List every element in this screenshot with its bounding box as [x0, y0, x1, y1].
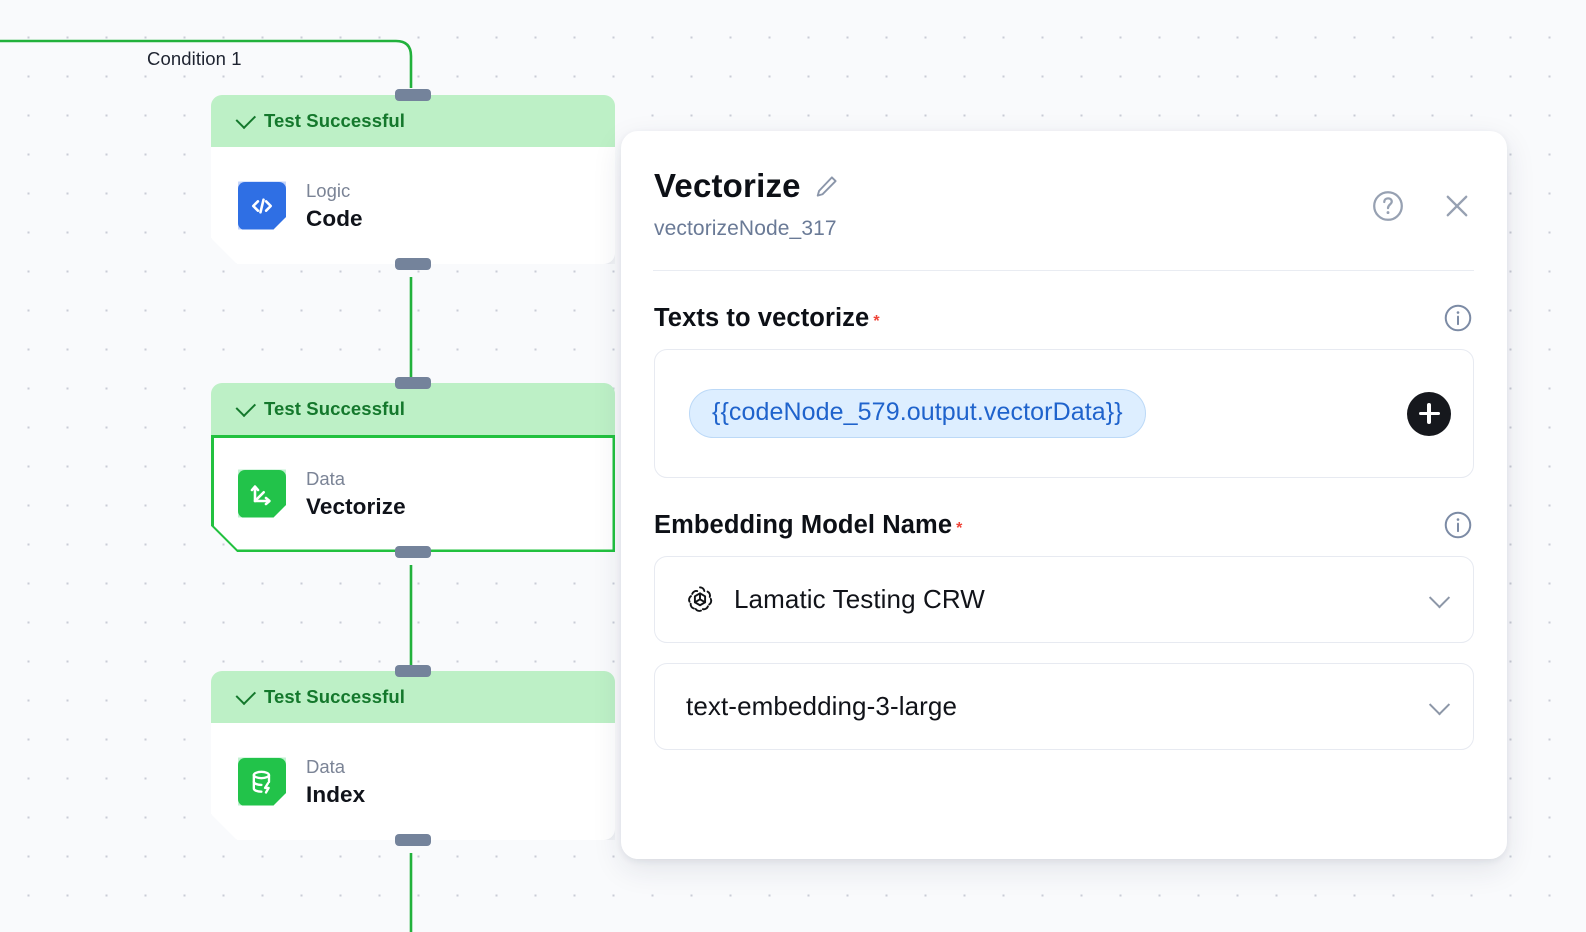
variable-token-chip[interactable]: {{codeNode_579.output.vectorData}} — [689, 389, 1146, 438]
node-id-label: vectorizeNode_317 — [654, 217, 837, 240]
node-index-body[interactable]: Data Index — [211, 723, 615, 840]
node-vectorize-kicker: Data — [306, 468, 346, 490]
model-select-value: text-embedding-3-large — [686, 691, 958, 721]
add-text-button[interactable] — [1407, 391, 1451, 436]
node-index-status-label: Test Successful — [264, 686, 405, 707]
panel-header: Vectorize vectorizeNode_317 — [621, 131, 1507, 241]
node-code-title: Code — [306, 205, 363, 231]
node-vectorize-title: Vectorize — [306, 493, 406, 519]
node-code-body[interactable]: Logic Code — [211, 147, 615, 264]
node-index[interactable]: Test Successful Data Index — [211, 665, 615, 846]
node-index-input-handle[interactable] — [395, 665, 431, 677]
node-code-input-handle[interactable] — [395, 89, 431, 101]
check-icon — [235, 396, 257, 418]
header-divider — [653, 270, 1474, 271]
node-index-output-handle[interactable] — [395, 834, 431, 846]
texts-field-header: Texts to vectorize* — [654, 302, 1474, 334]
question-circle-icon[interactable] — [1370, 188, 1406, 224]
node-code-status-label: Test Successful — [264, 110, 405, 131]
page-title: Vectorize — [654, 167, 801, 204]
chevron-down-icon — [1428, 693, 1451, 715]
credential-select[interactable]: Lamatic Testing CRW — [654, 556, 1474, 643]
node-code-output-handle[interactable] — [395, 258, 431, 270]
credential-select-value: Lamatic Testing CRW — [734, 584, 985, 614]
texts-required-marker: * — [873, 312, 880, 330]
node-code-status-banner: Test Successful — [211, 95, 615, 147]
node-code-kicker: Logic — [306, 180, 351, 202]
node-index-title: Index — [306, 781, 366, 807]
node-index-status-banner: Test Successful — [211, 671, 615, 723]
close-icon[interactable] — [1440, 189, 1474, 223]
texts-field-label: Texts to vectorize — [654, 303, 870, 332]
code-brackets-icon — [238, 182, 286, 230]
node-config-panel: Vectorize vectorizeNode_317 — [621, 131, 1507, 859]
database-bolt-icon — [238, 758, 286, 806]
panel-body: Texts to vectorize* {{codeNode_579.outpu… — [621, 302, 1507, 750]
model-select[interactable]: text-embedding-3-large — [654, 663, 1474, 750]
info-circle-icon[interactable] — [1442, 509, 1474, 541]
embedding-field-label: Embedding Model Name — [654, 510, 953, 539]
node-vectorize-status-label: Test Successful — [264, 398, 405, 419]
pencil-icon[interactable] — [813, 173, 840, 200]
embedding-required-marker: * — [956, 519, 963, 537]
node-vectorize[interactable]: Test Successful Data Ve — [211, 377, 615, 558]
openai-logo-icon — [683, 583, 717, 617]
node-vectorize-status-banner: Test Successful — [211, 383, 615, 435]
node-vectorize-input-handle[interactable] — [395, 377, 431, 389]
embedding-field-header: Embedding Model Name* — [654, 509, 1474, 541]
node-vectorize-body[interactable]: Data Vectorize — [211, 435, 615, 552]
vector-axes-icon — [238, 470, 286, 518]
info-circle-icon[interactable] — [1442, 302, 1474, 334]
node-vectorize-output-handle[interactable] — [395, 546, 431, 558]
check-icon — [235, 684, 257, 706]
check-icon — [235, 108, 257, 130]
edge-label-condition-1: Condition 1 — [147, 48, 242, 69]
chevron-down-icon — [1428, 586, 1451, 608]
node-index-kicker: Data — [306, 756, 346, 778]
texts-to-vectorize-input[interactable]: {{codeNode_579.output.vectorData}} — [654, 349, 1474, 478]
node-code[interactable]: Test Successful Logic Code — [211, 89, 615, 270]
